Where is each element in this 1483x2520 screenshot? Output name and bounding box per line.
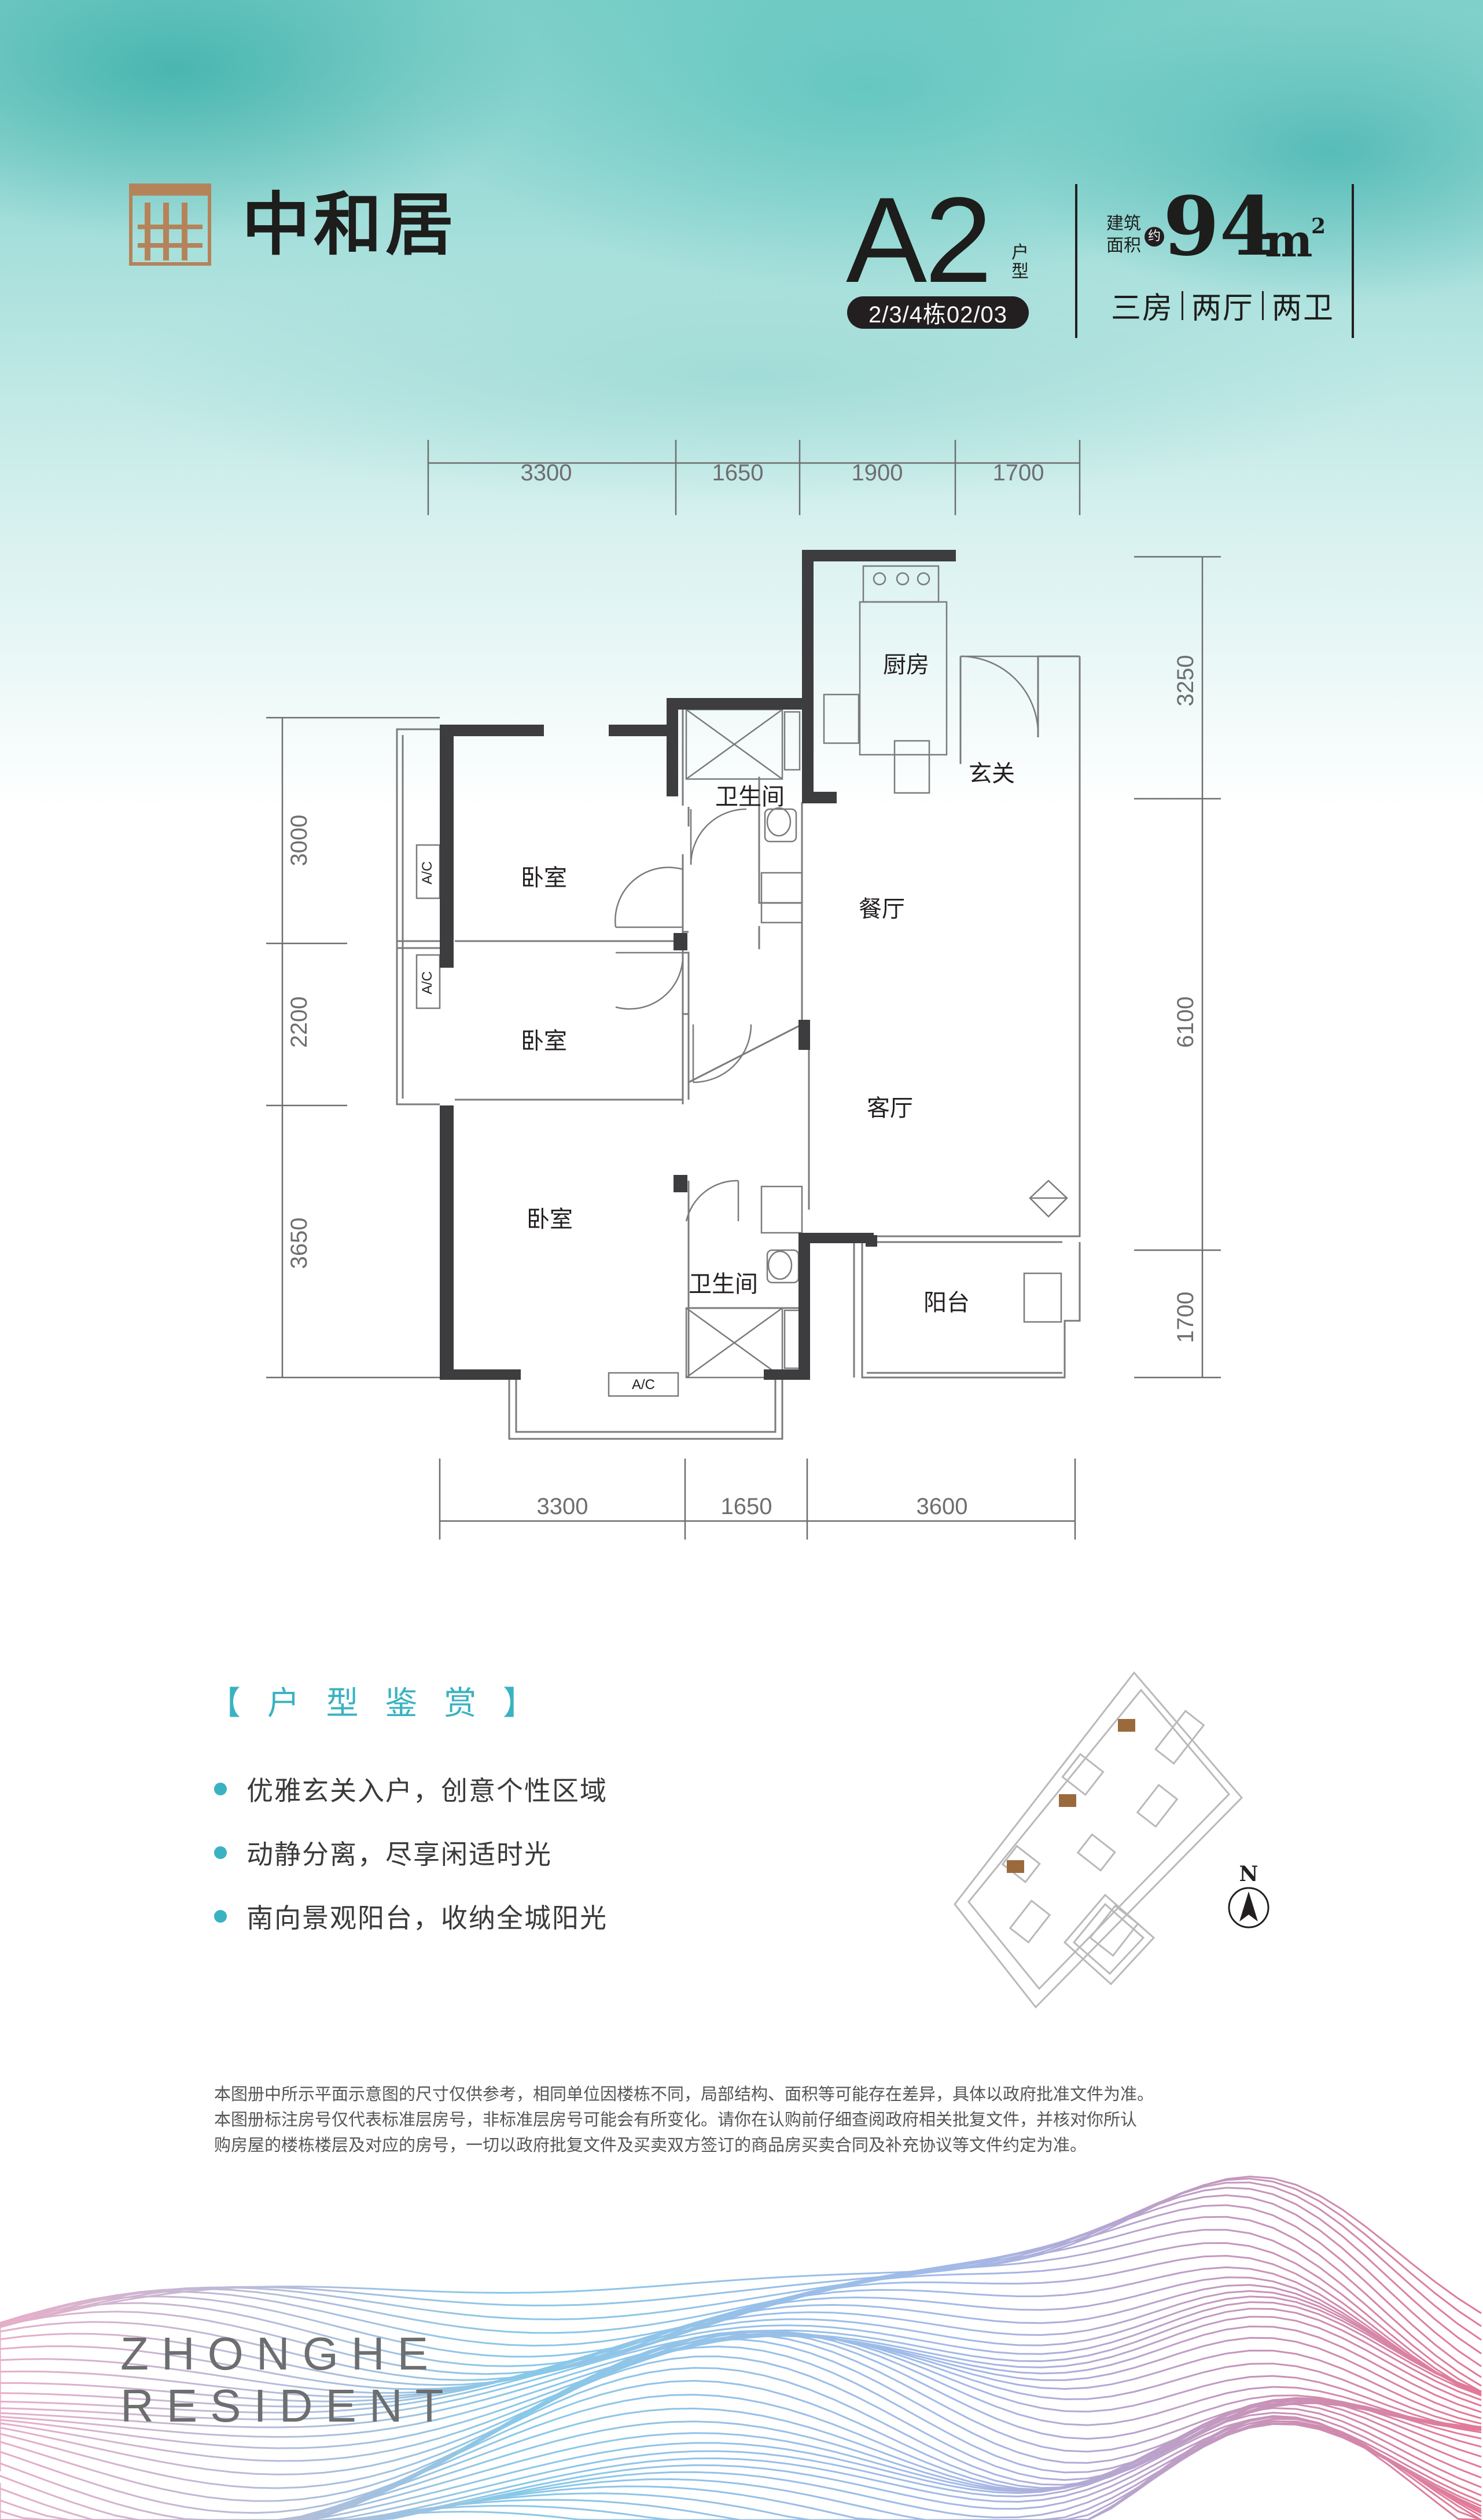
dim-right-1: 3250 (1173, 655, 1198, 707)
feature-text: 南向景观阳台，收纳全城阳光 (246, 1902, 608, 1934)
wordmark-line-2: RESIDENT (120, 2380, 457, 2431)
bullet-icon (214, 1910, 227, 1923)
dim-right-2: 6100 (1173, 997, 1198, 1048)
dim-bottom-3: 3600 (917, 1494, 968, 1519)
structural-walls (440, 550, 956, 1380)
unit-type-code: A2 (846, 172, 992, 308)
room-bedroom-1: 卧室 (521, 865, 567, 891)
room-bath-top: 卫生间 (715, 784, 785, 810)
room-bedroom-2: 卧室 (521, 1028, 567, 1055)
brand-block: 中和居 (128, 183, 457, 266)
area-label: 建筑面积 (1106, 214, 1141, 256)
disclaimer-line: 购房屋的楼栋楼层及对应的房号，一切以政府批复文件及买卖双方签订的商品房买卖合同及… (214, 2135, 1087, 2155)
room-bedroom-3: 卧室 (527, 1206, 573, 1233)
disclaimer-line: 本图册标注房号仅代表标准层房号，非标准层房号可能会有所变化。请你在认购前仔细查阅… (214, 2110, 1138, 2129)
english-wordmark: ZHONGHE RESIDENT (120, 2328, 457, 2432)
wordmark-line-1: ZHONGHE (120, 2328, 441, 2379)
dim-top-1: 3300 (521, 460, 572, 486)
dim-top-4: 1700 (993, 460, 1044, 486)
dim-top-2: 1650 (712, 460, 764, 486)
room-bath-bottom: 卫生间 (689, 1271, 758, 1298)
area-value: 94 (1163, 179, 1276, 274)
dim-bottom-2: 1650 (721, 1494, 772, 1519)
room-kitchen: 厨房 (883, 652, 929, 678)
bath-count: 两卫 (1272, 291, 1335, 326)
feature-item: 南向景观阳台，收纳全城阳光 (214, 1885, 608, 1948)
room-foyer: 玄关 (969, 761, 1015, 787)
room-summary: 三房 两厅 两卫 (1111, 284, 1334, 327)
room-living: 客厅 (867, 1095, 913, 1122)
room-count: 三房 (1111, 291, 1174, 326)
bullet-icon (214, 1783, 227, 1795)
dim-left-3: 3650 (286, 1218, 312, 1269)
brand-logo (128, 183, 212, 266)
room-dining: 餐厅 (859, 896, 905, 923)
header-divider (1075, 184, 1077, 338)
area-unit: m (1265, 215, 1313, 267)
room-separator (1182, 291, 1184, 320)
room-balcony: 阳台 (923, 1290, 970, 1316)
ac-label-3: A/C (632, 1377, 655, 1393)
features-list: 优雅玄关入户，创意个性区域 动静分离，尽享闲适时光 南向景观阳台，收纳全城阳光 (214, 1757, 608, 1948)
disclaimer: 本图册中所示平面示意图的尺寸仅供参考，相同单位因楼栋不同，局部结构、面积等可能存… (214, 2081, 1169, 2158)
header-divider-right (1352, 184, 1354, 338)
watercolor-background (0, 0, 1483, 810)
ac-label-1: A/C (419, 861, 435, 884)
feature-text: 动静分离，尽享闲适时光 (246, 1839, 552, 1870)
disclaimer-line: 本图册中所示平面示意图的尺寸仅供参考，相同单位因楼栋不同，局部结构、面积等可能存… (214, 2084, 1154, 2104)
hall-count: 两厅 (1191, 291, 1254, 326)
area-unit-superscript: 2 (1311, 214, 1326, 238)
bullet-icon (214, 1846, 227, 1859)
dim-right-3: 1700 (1173, 1292, 1198, 1343)
feature-text: 优雅玄关入户，创意个性区域 (246, 1775, 608, 1806)
dim-left-2: 2200 (286, 997, 312, 1048)
room-separator (1262, 291, 1264, 320)
feature-item: 动静分离，尽享闲适时光 (214, 1821, 608, 1885)
features-title: 【 户 型 鉴 赏 】 (208, 1685, 544, 1722)
ac-label-2: A/C (419, 971, 435, 994)
dim-left-1: 3000 (286, 815, 312, 866)
dim-top-3: 1900 (852, 460, 903, 486)
dim-bottom-1: 3300 (537, 1494, 588, 1519)
feature-item: 优雅玄关入户，创意个性区域 (214, 1757, 608, 1821)
approx-badge: 约 (1145, 227, 1164, 247)
building-badge: 2/3/4栋02/03 (847, 296, 1029, 329)
brand-name: 中和居 (242, 184, 458, 265)
unit-type-label: 户型 (1011, 243, 1029, 282)
